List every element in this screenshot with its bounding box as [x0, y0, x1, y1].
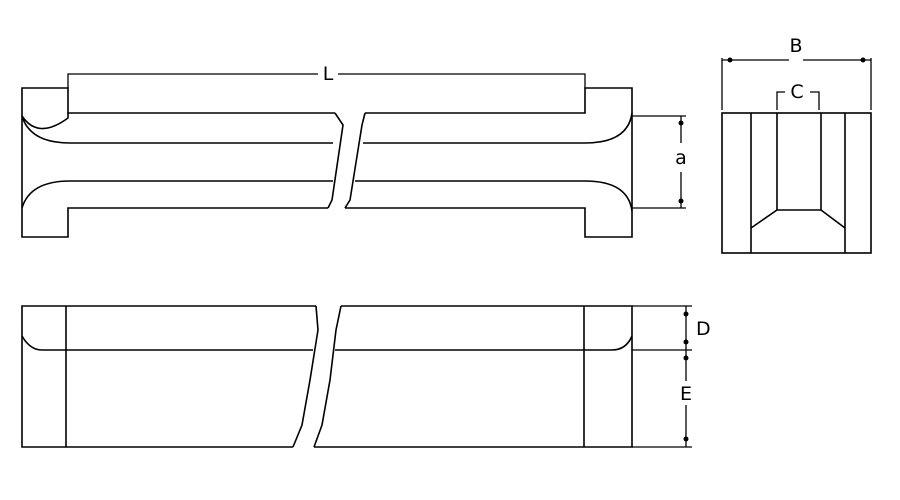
top-view-right-upper-rail	[363, 112, 633, 144]
top-view-left-upper-groove	[21, 113, 69, 130]
end-view-outline	[721, 112, 872, 254]
dimension-a-label: a	[675, 147, 687, 169]
dimension-d-label: D	[696, 318, 711, 340]
dimension-a: a	[632, 115, 687, 209]
dimension-d-e: D E	[632, 305, 711, 448]
end-view	[721, 112, 872, 254]
dimension-b: B	[721, 35, 872, 110]
side-view-right-break	[313, 305, 342, 448]
top-view-right-outline	[345, 87, 633, 238]
side-view	[21, 305, 633, 448]
dimension-e-label: E	[680, 383, 692, 405]
top-view-right-lower-rail	[355, 180, 633, 212]
dimension-l-label: L	[323, 63, 334, 85]
top-view-left-break	[327, 112, 344, 209]
dimension-b-label: B	[789, 35, 802, 57]
top-view	[21, 87, 633, 238]
top-view-right-break	[344, 112, 366, 209]
side-view-right-outline	[314, 305, 633, 448]
dimension-c-label: C	[790, 81, 803, 103]
side-view-left-break	[292, 305, 319, 448]
side-view-left-outline	[21, 305, 316, 448]
top-view-left-upper-rail	[21, 115, 333, 144]
dimension-l-right-line	[338, 73, 586, 88]
top-view-left-lower-rail	[21, 180, 333, 209]
dimension-l-left-line	[67, 73, 318, 88]
top-view-left-outline	[21, 87, 335, 238]
dimension-c: C	[776, 81, 820, 110]
dimension-l: L	[67, 63, 586, 88]
